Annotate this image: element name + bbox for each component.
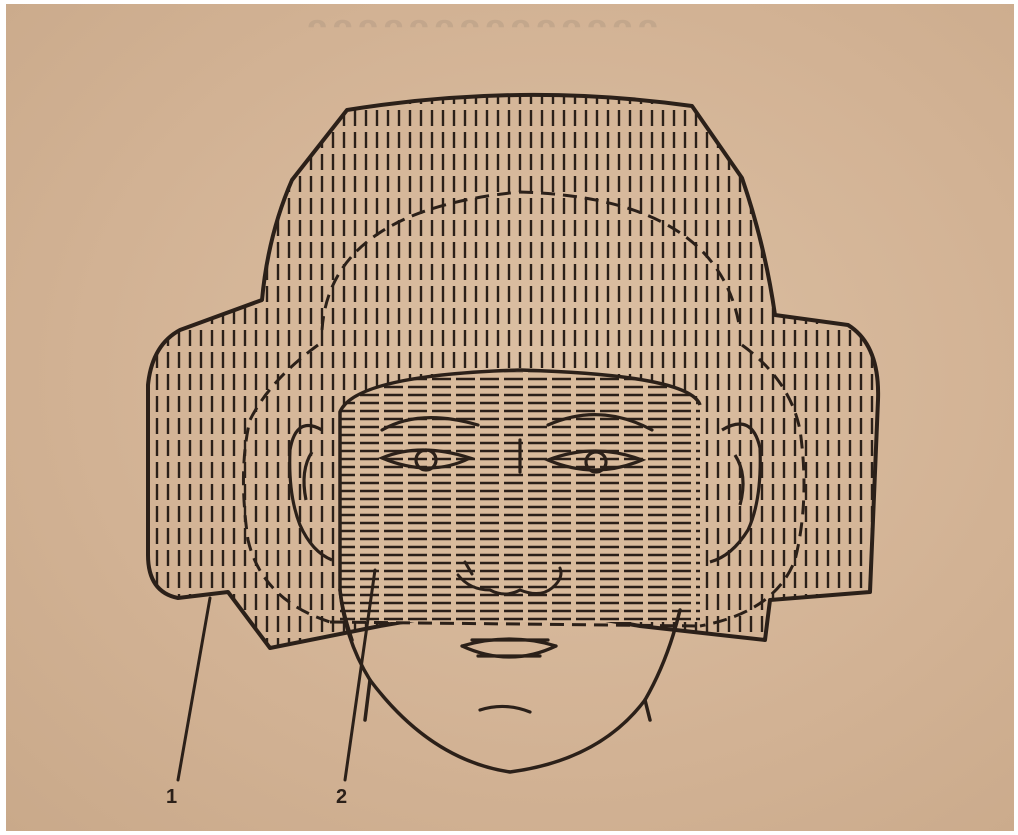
callout-label-2: 2 — [336, 786, 347, 809]
callout-label-1: 1 — [166, 786, 177, 809]
mouth — [462, 639, 556, 712]
leader-line-1 — [178, 598, 210, 780]
visor-hatching — [336, 370, 704, 624]
